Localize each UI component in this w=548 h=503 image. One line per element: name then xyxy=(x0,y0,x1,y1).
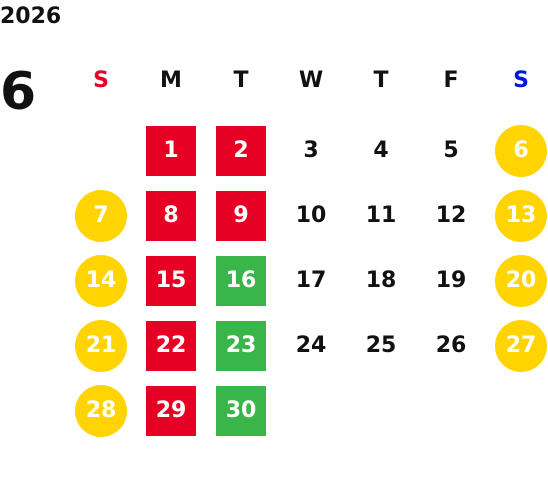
calendar-day-cell: 27 xyxy=(486,313,548,378)
calendar-day-cell: 22 xyxy=(136,313,206,378)
weekday-friday: F xyxy=(443,68,459,93)
calendar-day-cell: 28 xyxy=(66,378,136,443)
calendar-day-number: 17 xyxy=(295,268,327,293)
calendar-day-number: 10 xyxy=(295,203,327,228)
calendar-day-number: 27 xyxy=(495,319,547,372)
calendar-day-number: 18 xyxy=(365,268,397,293)
weekday-header-row: S M T W T F S xyxy=(66,65,548,97)
calendar-day-number: 5 xyxy=(443,138,459,163)
calendar-day-cell: 11 xyxy=(346,183,416,248)
calendar-day-number: 12 xyxy=(435,203,467,228)
weekday-saturday: S xyxy=(513,68,529,93)
weekday-thursday: T xyxy=(373,68,389,93)
calendar-day-number: 3 xyxy=(303,138,319,163)
calendar-day-number: 7 xyxy=(75,189,127,242)
calendar-day-cell: 15 xyxy=(136,248,206,313)
weekday-wednesday: W xyxy=(298,68,324,93)
calendar-day-cell: 29 xyxy=(136,378,206,443)
calendar-day-number: 8 xyxy=(146,190,196,241)
calendar-day-cell: 23 xyxy=(206,313,276,378)
calendar-day-cell: 12 xyxy=(416,183,486,248)
calendar-day-number: 22 xyxy=(146,320,196,371)
calendar-day-number: 25 xyxy=(365,333,397,358)
calendar-day-cell: 16 xyxy=(206,248,276,313)
calendar-day-number: 21 xyxy=(75,319,127,372)
calendar-day-number: 1 xyxy=(146,125,196,176)
calendar-day-cell: 24 xyxy=(276,313,346,378)
calendar-day-number: 9 xyxy=(216,190,266,241)
weekday-tuesday: T xyxy=(233,68,249,93)
calendar-year: 2026 xyxy=(0,4,62,29)
calendar-day-cell: 5 xyxy=(416,118,486,183)
calendar-day-number: 16 xyxy=(216,255,266,306)
calendar-day-cell: 2 xyxy=(206,118,276,183)
calendar-day-number: 4 xyxy=(373,138,389,163)
calendar-day-cell: 18 xyxy=(346,248,416,313)
calendar-day-cell: 20 xyxy=(486,248,548,313)
calendar-day-cell: 6 xyxy=(486,118,548,183)
calendar-day-cell: 26 xyxy=(416,313,486,378)
calendar-day-number: 26 xyxy=(435,333,467,358)
calendar-day-cell: 19 xyxy=(416,248,486,313)
calendar-day-number: 15 xyxy=(146,255,196,306)
calendar-day-number: 29 xyxy=(146,385,196,436)
weekday-monday: M xyxy=(160,68,182,93)
calendar-day-cell: 7 xyxy=(66,183,136,248)
calendar-day-cell: 10 xyxy=(276,183,346,248)
calendar-day-number: 20 xyxy=(495,254,547,307)
calendar-day-number: 19 xyxy=(435,268,467,293)
calendar-day-number: 24 xyxy=(295,333,327,358)
calendar-day-cell: 25 xyxy=(346,313,416,378)
calendar-day-number: 11 xyxy=(365,203,397,228)
calendar-month: 6 xyxy=(0,62,37,122)
calendar-day-number: 23 xyxy=(216,320,266,371)
calendar-day-cell: 17 xyxy=(276,248,346,313)
calendar-day-cell: 14 xyxy=(66,248,136,313)
calendar-day-number: 2 xyxy=(216,125,266,176)
calendar-day-number: 30 xyxy=(216,385,266,436)
calendar-day-cell: 21 xyxy=(66,313,136,378)
calendar-day-cell: 30 xyxy=(206,378,276,443)
calendar-day-cell: 8 xyxy=(136,183,206,248)
calendar-day-number: 13 xyxy=(495,189,547,242)
calendar-day-number: 14 xyxy=(75,254,127,307)
calendar-day-cell: 9 xyxy=(206,183,276,248)
calendar-day-number: 28 xyxy=(75,384,127,437)
weekday-sunday: S xyxy=(93,68,109,93)
calendar-day-cell: 1 xyxy=(136,118,206,183)
calendar-day-cell: 13 xyxy=(486,183,548,248)
calendar-day-cell: 4 xyxy=(346,118,416,183)
calendar-day-number: 6 xyxy=(495,124,547,177)
calendar-day-cell: 3 xyxy=(276,118,346,183)
